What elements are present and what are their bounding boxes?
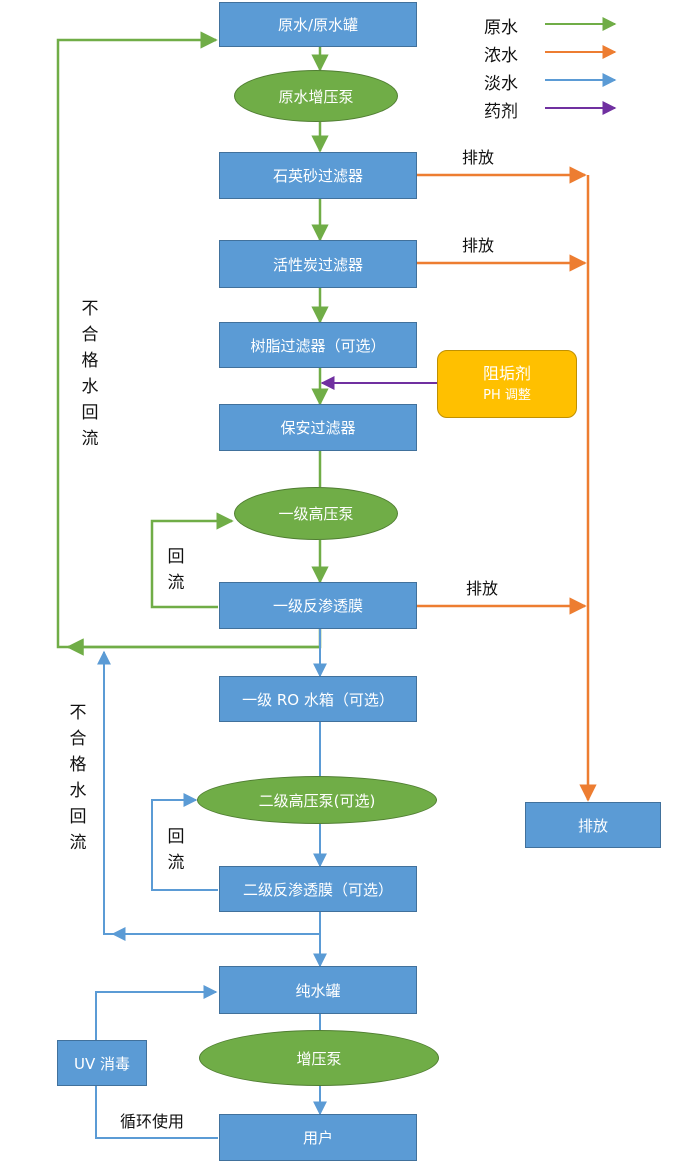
- circulate-label: 循环使用: [120, 1112, 185, 1131]
- legend-label-raw: 原水: [484, 18, 518, 38]
- discharge-label-2: 排放: [462, 236, 495, 255]
- quartz-sand-filter: 石英砂过滤器: [219, 152, 417, 199]
- uv-disinfection: UV 消毒: [57, 1040, 147, 1086]
- legend-label-chemical: 药剂: [484, 102, 518, 122]
- pure-water-tank: 纯水罐: [219, 966, 417, 1014]
- security-filter: 保安过滤器: [219, 404, 417, 451]
- activated-carbon-filter: 活性炭过滤器: [219, 240, 417, 288]
- concentrate-flow: [417, 166, 597, 802]
- stage1-ro-tank: 一级 RO 水箱（可选）: [219, 676, 417, 722]
- booster-pump: 增压泵: [199, 1030, 439, 1086]
- unqualified-return-label-2: 不合格水回流: [69, 703, 87, 853]
- legend-label-fresh: 淡水: [484, 74, 518, 94]
- stage2-high-pressure-pump: 二级高压泵(可选): [197, 776, 437, 824]
- discharge-node: 排放: [525, 802, 661, 848]
- stage2-ro-membrane: 二级反渗透膜（可选）: [219, 866, 417, 912]
- fresh-water-flow: [95, 629, 327, 1139]
- discharge-label-3: 排放: [466, 579, 499, 598]
- stage1-ro-membrane: 一级反渗透膜: [219, 582, 417, 629]
- antiscalant-label: 阻垢剂: [482, 364, 531, 384]
- stage1-high-pressure-pump: 一级高压泵: [234, 487, 398, 540]
- user-node: 用户: [219, 1114, 417, 1161]
- resin-filter: 树脂过滤器（可选）: [219, 322, 417, 368]
- reflux-label-2: 回 流: [167, 827, 185, 873]
- discharge-label-1: 排放: [462, 148, 495, 167]
- antiscalant-ph-box: 阻垢剂 PH 调整: [437, 350, 577, 418]
- raw-water-tank: 原水/原水罐: [219, 2, 417, 47]
- ph-adjust-label: PH 调整: [483, 388, 531, 404]
- legend-label-concentrate: 浓水: [484, 46, 518, 66]
- raw-water-pump: 原水增压泵: [234, 70, 398, 122]
- reflux-label-1: 回 流: [167, 547, 185, 593]
- unqualified-return-label-1: 不合格水回流: [81, 299, 99, 449]
